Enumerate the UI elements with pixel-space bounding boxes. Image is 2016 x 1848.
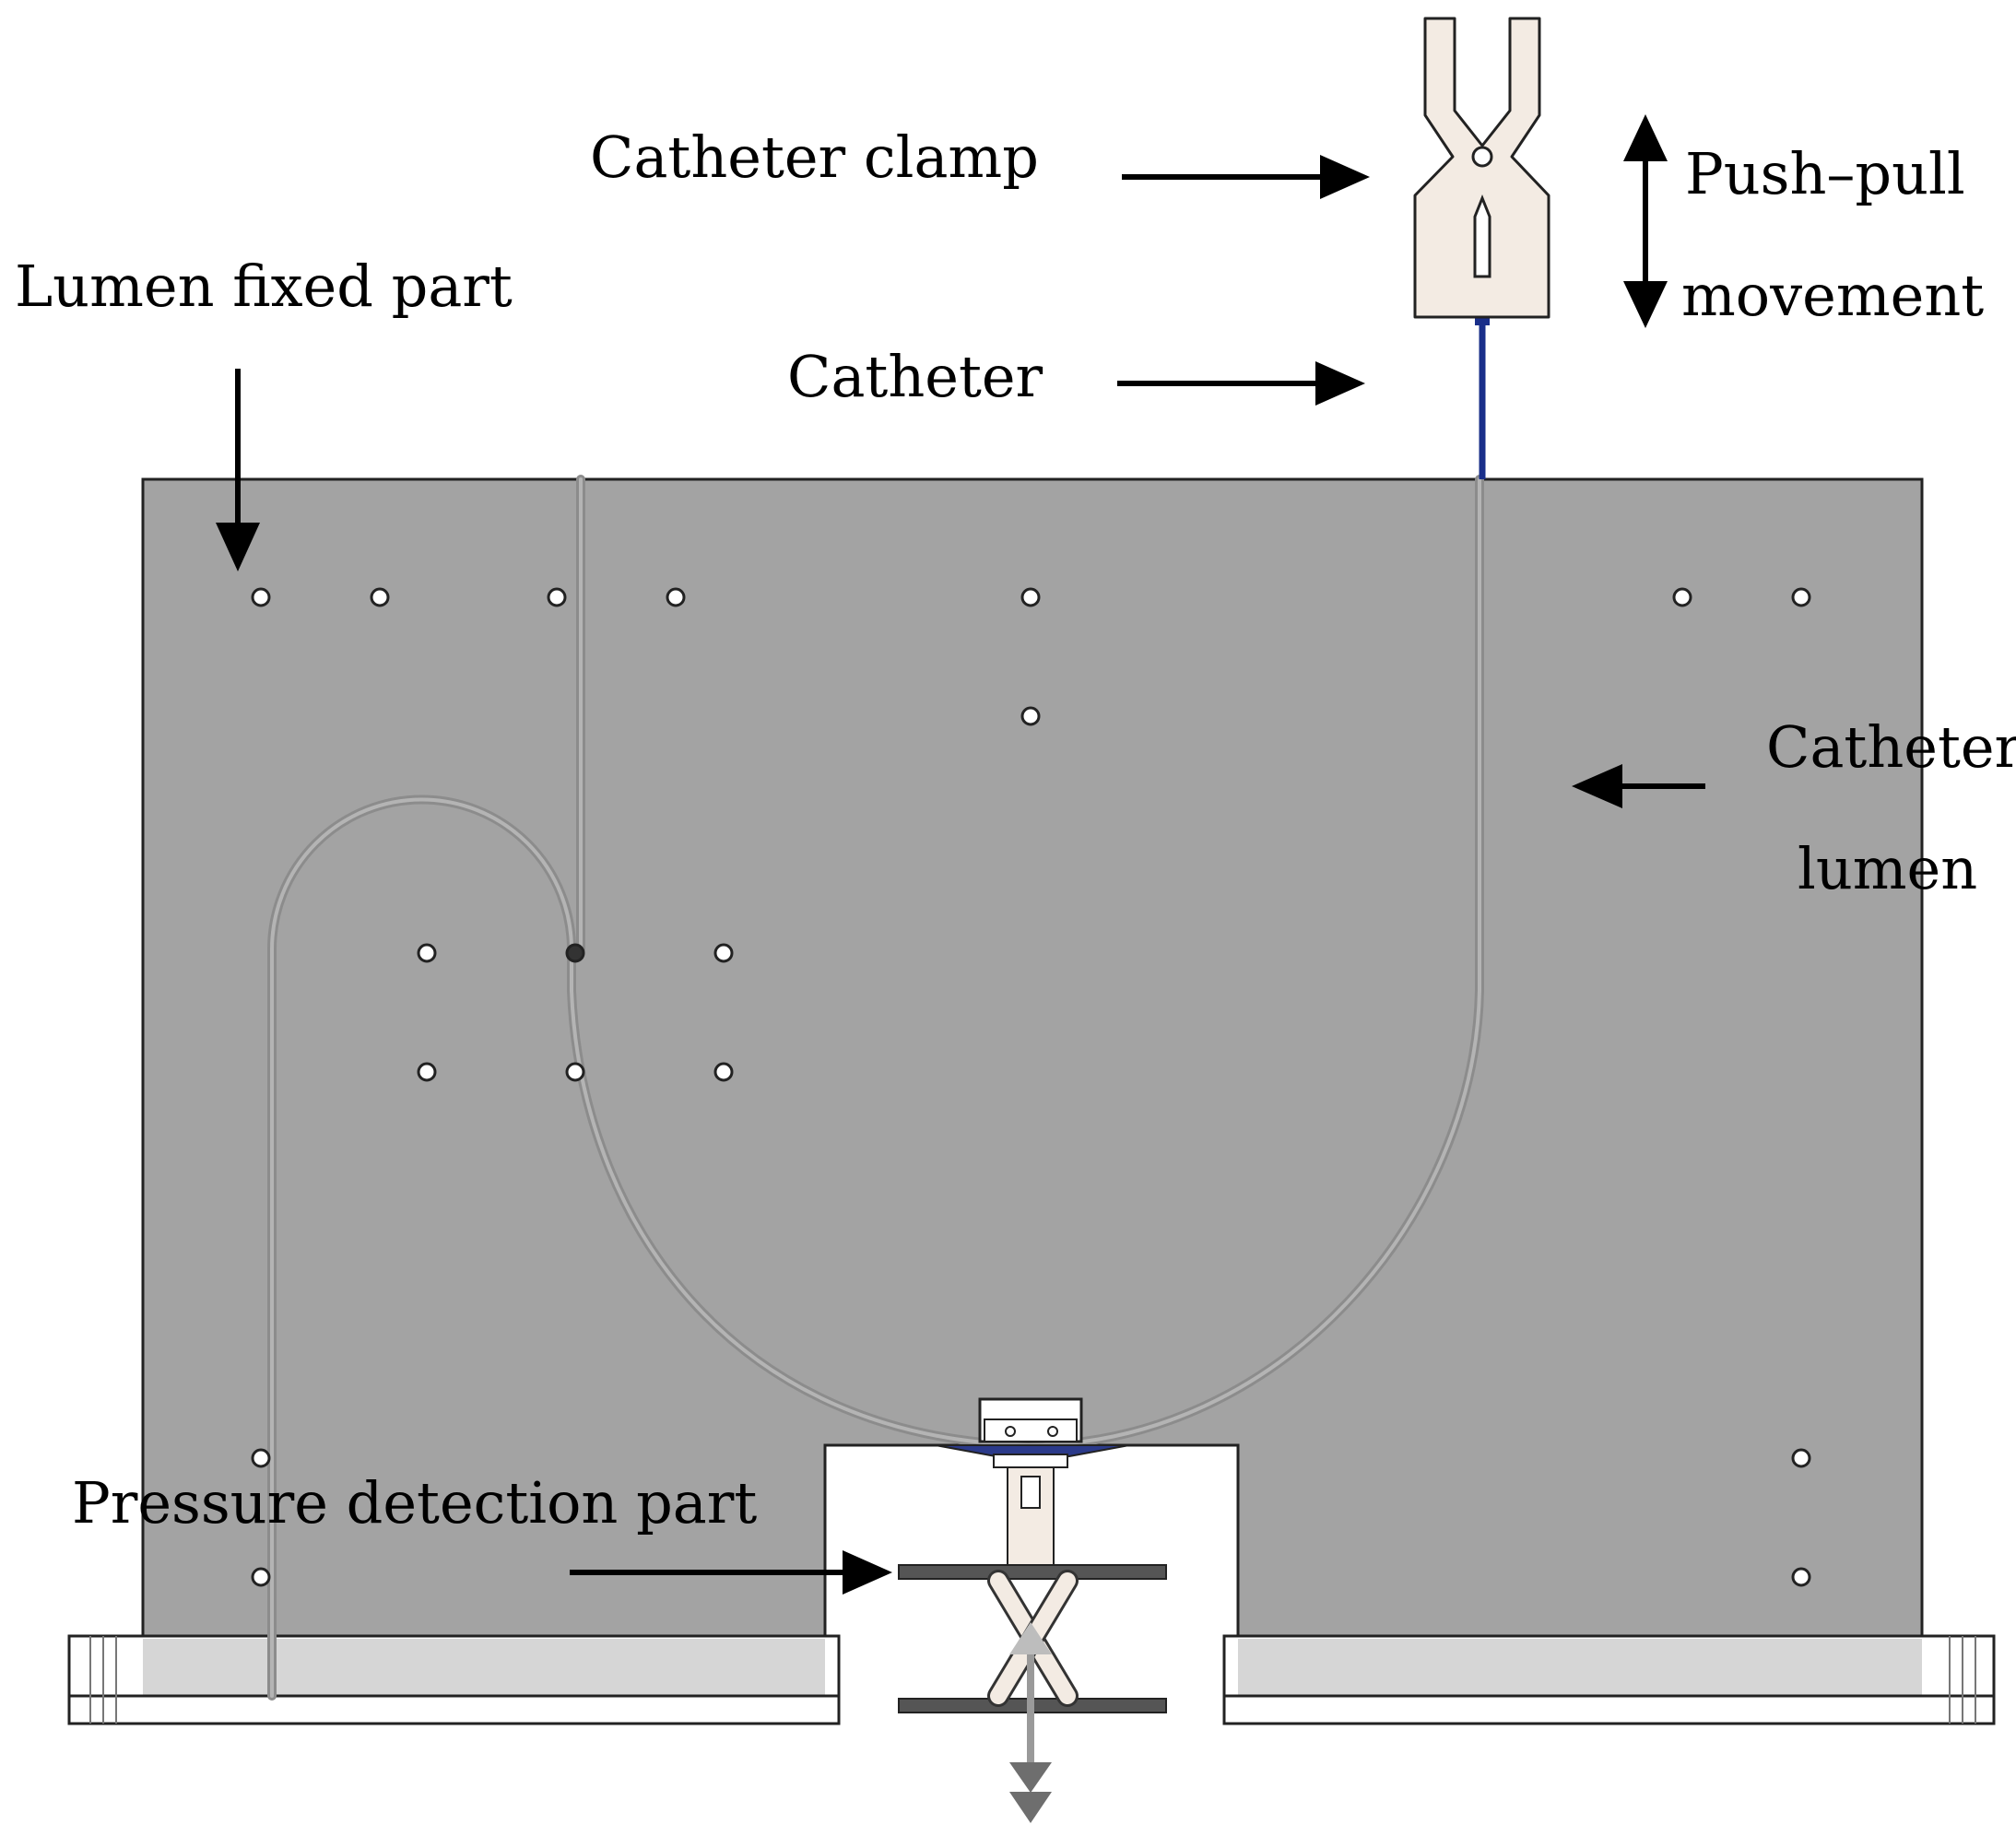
catheter-clamp-label: Catheter clamp	[590, 124, 1039, 191]
annotation-arrows	[216, 114, 1705, 1595]
mounting-hole	[1791, 1567, 1811, 1587]
base-plate-left	[67, 1634, 841, 1725]
mounting-holes	[251, 587, 1811, 1587]
mounting-hole	[713, 1062, 734, 1082]
pressure-detection-part	[898, 1397, 1167, 1823]
base-plate-right	[1222, 1634, 1996, 1725]
mounting-hole	[1791, 587, 1811, 607]
mounting-hole	[1791, 1448, 1811, 1468]
mounting-hole	[370, 587, 390, 607]
mounting-hole	[251, 1448, 271, 1468]
mounting-hole	[565, 943, 585, 963]
catheter-lumen-label-line2: lumen	[1798, 835, 1978, 902]
pressure-detection-part-label: Pressure detection part	[72, 1469, 758, 1536]
push-pull-label: Push–pull	[1685, 140, 1965, 207]
mounting-hole	[547, 587, 567, 607]
movement-label: movement	[1681, 262, 1985, 329]
mounting-hole	[1020, 587, 1041, 607]
catheter-lumen-channel	[267, 475, 1484, 1701]
catheter-label: Catheter	[787, 343, 1043, 410]
mounting-hole	[666, 587, 686, 607]
mounting-hole	[565, 1062, 585, 1082]
mounting-hole	[251, 1567, 271, 1587]
catheter-clamp	[1413, 17, 1550, 319]
mounting-hole	[417, 943, 437, 963]
catheter-lumen-label-line1: Catheter	[1766, 713, 2016, 781]
mounting-hole	[713, 943, 734, 963]
mounting-hole	[1020, 706, 1041, 726]
mounting-hole	[417, 1062, 437, 1082]
mounting-hole	[251, 587, 271, 607]
mounting-hole	[1672, 587, 1692, 607]
lumen-fixed-part-label: Lumen fixed part	[15, 253, 513, 320]
